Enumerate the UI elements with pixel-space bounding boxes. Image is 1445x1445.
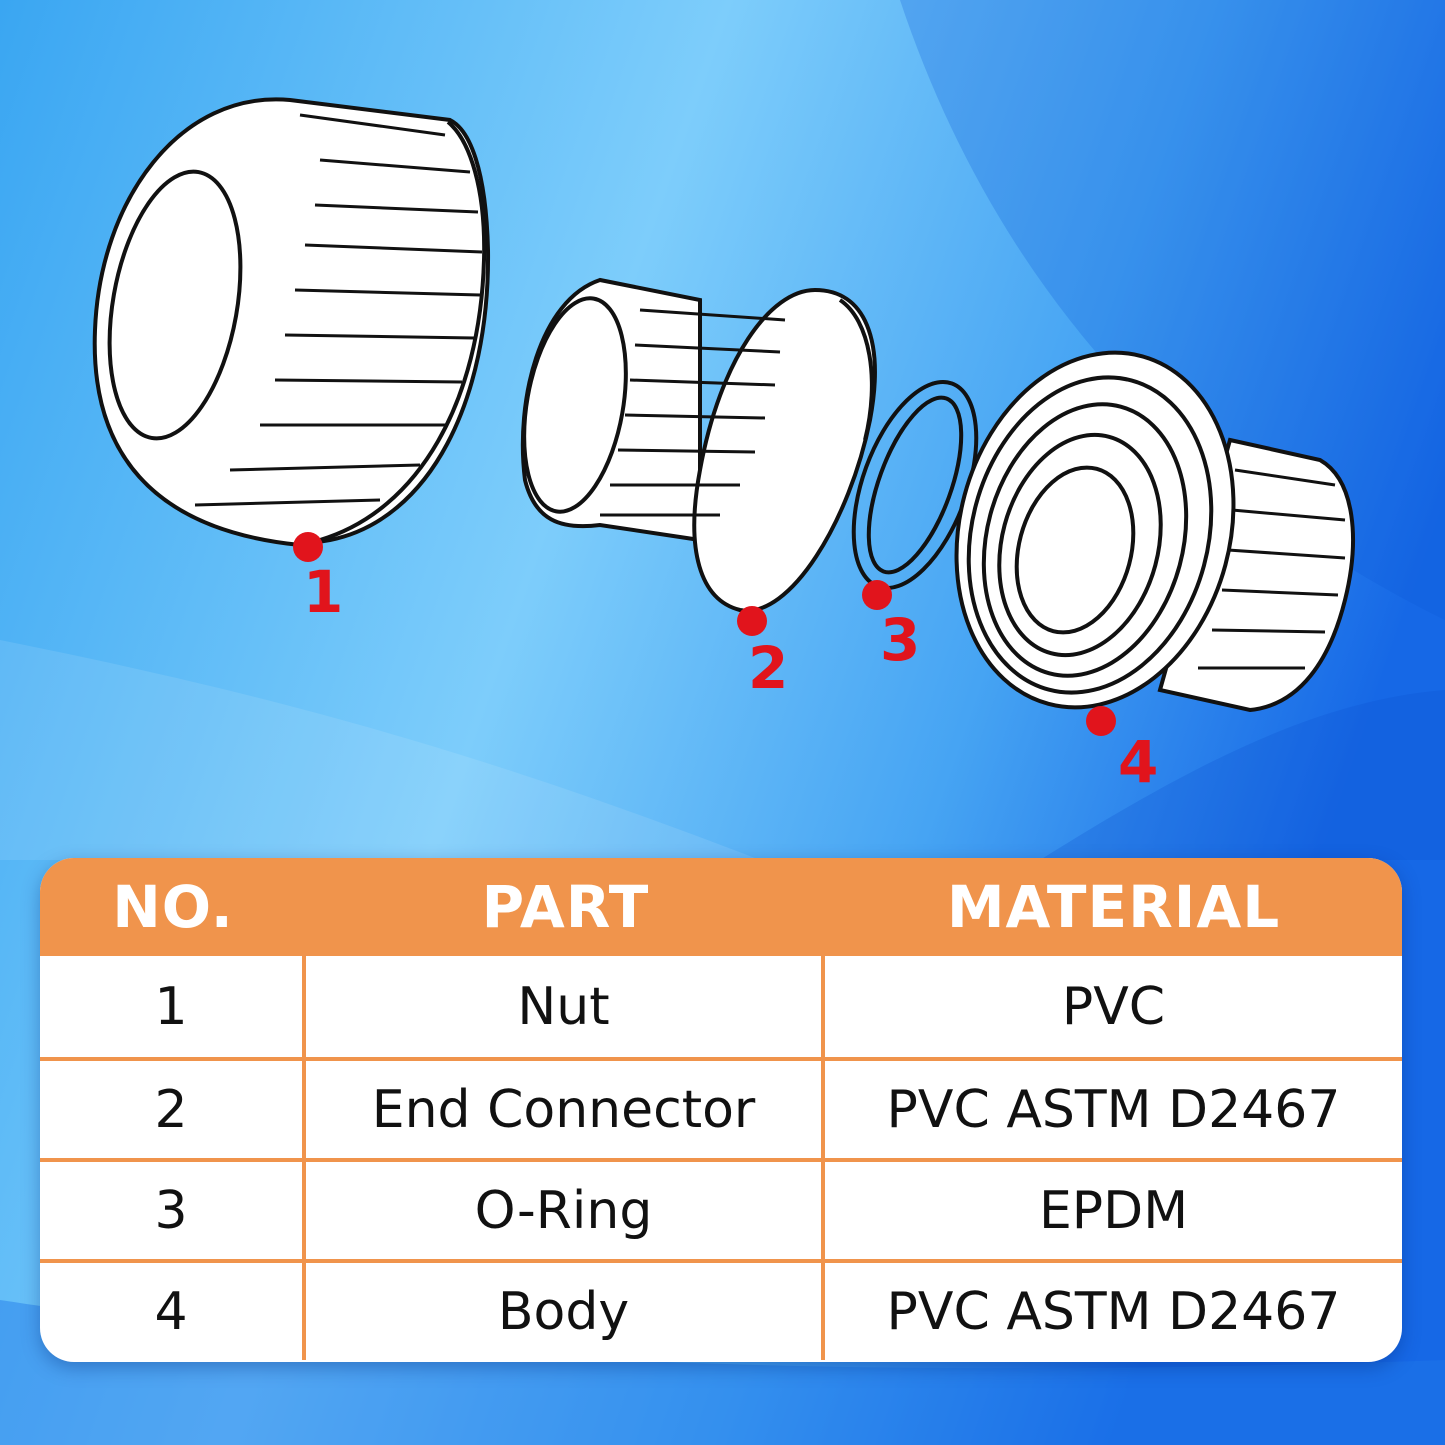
cell-material: PVC ASTM D2467 bbox=[886, 1281, 1341, 1342]
cell-material: EPDM bbox=[1038, 1180, 1189, 1241]
nut-part-drawing bbox=[92, 97, 491, 548]
cell-part: Nut bbox=[306, 956, 825, 1057]
table-header-row: NO. PART MATERIAL bbox=[40, 858, 1402, 956]
header-no: NO. bbox=[112, 873, 234, 941]
header-material: MATERIAL bbox=[946, 873, 1281, 941]
callout-number-2: 2 bbox=[748, 634, 788, 702]
table-row: 1 Nut PVC bbox=[40, 956, 1402, 1057]
table-row: 4 Body PVC ASTM D2467 bbox=[40, 1259, 1402, 1360]
callout-number-1: 1 bbox=[303, 558, 343, 626]
cell-no: 4 bbox=[40, 1263, 306, 1360]
end-connector-part-drawing bbox=[520, 277, 877, 613]
callout-dot-4 bbox=[1086, 706, 1116, 736]
table-row: 3 O-Ring EPDM bbox=[40, 1158, 1402, 1259]
cell-no: 2 bbox=[40, 1061, 306, 1158]
table-body: 1 Nut PVC 2 End Connector PVC ASTM D2467… bbox=[40, 956, 1402, 1360]
header-part: PART bbox=[481, 873, 650, 941]
callout-dot-1 bbox=[293, 532, 323, 562]
cell-material: PVC bbox=[1061, 976, 1166, 1037]
table-row: 2 End Connector PVC ASTM D2467 bbox=[40, 1057, 1402, 1158]
cell-no: 3 bbox=[40, 1162, 306, 1259]
body-part-drawing bbox=[954, 350, 1355, 713]
callout-number-4: 4 bbox=[1118, 728, 1158, 796]
cell-material: PVC ASTM D2467 bbox=[886, 1079, 1341, 1140]
cell-part: Body bbox=[306, 1263, 825, 1360]
callout-dot-2 bbox=[737, 606, 767, 636]
cell-no: 1 bbox=[40, 956, 306, 1057]
parts-material-table: NO. PART MATERIAL 1 Nut PVC 2 End Connec… bbox=[40, 858, 1402, 1362]
exploded-parts-drawing: 1 2 3 4 bbox=[92, 97, 1355, 796]
cell-part: O-Ring bbox=[306, 1162, 825, 1259]
callout-number-3: 3 bbox=[880, 606, 920, 674]
callout-dot-3 bbox=[862, 580, 892, 610]
cell-part: End Connector bbox=[306, 1061, 825, 1158]
